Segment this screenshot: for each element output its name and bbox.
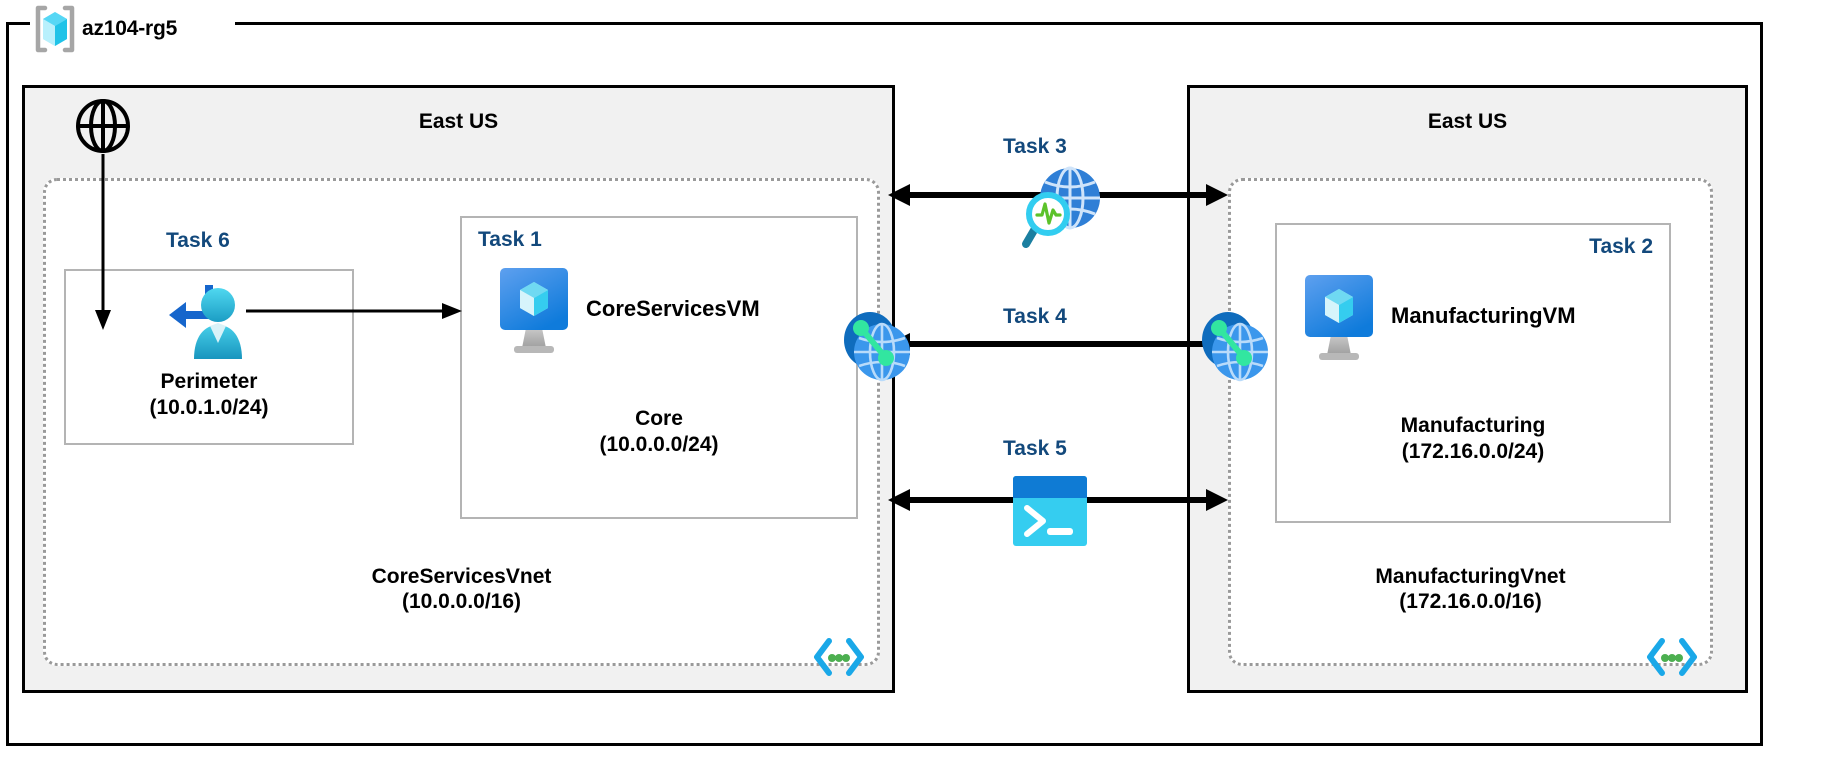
vnet-peering-icon [840,308,914,384]
region-right-label: East US [1427,110,1508,133]
subnet-perimeter-caption: Perimeter (10.0.1.0/24) [66,369,352,420]
subnet-manufacturing-caption: Manufacturing (172.16.0.0/24) [1277,413,1669,464]
resource-group-name: az104-rg5 [82,17,178,40]
vnet-code-brackets-icon [1644,633,1700,681]
subnet-manufacturing-name: Manufacturing [1400,414,1546,437]
vnet-peering-icon [1198,308,1272,384]
region-east-us-right: East US Task 2 [1187,85,1748,693]
virtual-machine-icon [1299,273,1379,363]
region-left-label: East US [418,110,499,133]
vnet-manufacturing-name: ManufacturingVnet [1375,564,1566,588]
vnet-core-caption: CoreServicesVnet (10.0.0.0/16) [46,564,877,615]
vnet-code-brackets-icon [811,633,867,681]
subnet-manufacturing-cidr: (172.16.0.0/24) [1401,439,1545,463]
subnet-manufacturing: Task 2 [1275,223,1671,523]
task-label-3: Task 3 [1003,135,1067,158]
internet-to-perimeter-arrow [87,154,127,334]
subnet-core-caption: Core (10.0.0.0/24) [462,406,856,457]
task4-connector-arrow [888,332,1228,356]
vm-manufacturing-name: ManufacturingVM [1391,303,1576,328]
vnet-core-services: Task 6 [43,178,880,676]
task-label-4: Task 4 [1003,305,1067,328]
vnet-core-cidr: (10.0.0.0/16) [401,590,522,614]
resource-group-title: az104-rg5 [34,2,177,56]
task-tag-1: Task 1 [478,228,542,251]
subnet-perimeter-name: Perimeter [160,370,258,393]
globe-icon [73,96,133,156]
vnet-core-name: CoreServicesVnet [371,564,552,588]
cloud-shell-console-icon [1013,476,1087,546]
task-tag-2: Task 2 [1589,235,1653,258]
task-label-5: Task 5 [1003,437,1067,460]
vnet-manufacturing: Task 2 [1228,178,1713,676]
subnet-core-cidr: (10.0.0.0/24) [599,432,719,456]
perimeter-to-vm-arrow [246,299,466,323]
subnet-perimeter-cidr: (10.0.1.0/24) [149,395,269,419]
vnet-manufacturing-caption: ManufacturingVnet (172.16.0.0/16) [1231,564,1710,615]
virtual-machine-icon [494,266,574,356]
azure-resource-group-icon [34,5,76,53]
vm-core-services-name: CoreServicesVM [586,296,760,321]
task-tag-6: Task 6 [166,229,230,252]
subnet-core: Task 1 [460,216,858,519]
region-east-us-left: East US Task 6 [22,85,895,693]
subnet-perimeter: Perimeter (10.0.1.0/24) [64,269,354,445]
network-watcher-icon [1018,160,1108,252]
subnet-core-name: Core [635,407,683,430]
vnet-manufacturing-cidr: (172.16.0.0/16) [1399,590,1542,614]
azure-bastion-user-icon [166,281,252,361]
resource-group-frame [6,22,1763,746]
